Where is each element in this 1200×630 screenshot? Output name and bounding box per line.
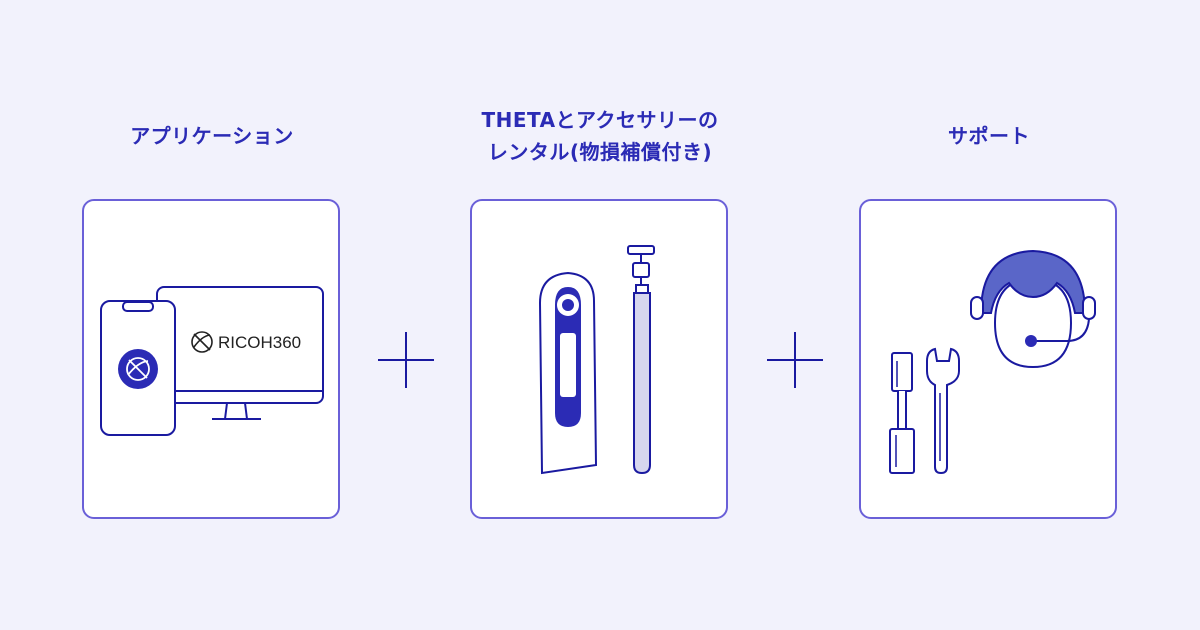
screwdriver-icon xyxy=(889,352,915,474)
heading-support: サポート xyxy=(859,120,1119,152)
monitor-icon xyxy=(156,286,324,420)
support-illustration xyxy=(889,249,1096,475)
heading-theta-rental: THETAとアクセサリーの レンタル(物損補償付き) xyxy=(460,104,740,168)
smartphone-icon xyxy=(100,300,176,436)
plus-icon xyxy=(767,332,823,388)
support-operator-headset-icon xyxy=(970,249,1096,369)
heading-application: アプリケーション xyxy=(82,120,342,152)
selfie-stick-icon xyxy=(627,245,655,475)
theta-rental-card xyxy=(470,199,728,519)
support-card xyxy=(859,199,1117,519)
application-card: RICOH360 xyxy=(82,199,340,519)
theta-camera-icon xyxy=(538,271,598,475)
heading-line: THETAとアクセサリーの xyxy=(481,108,719,132)
heading-line: サポート xyxy=(948,124,1030,148)
ricoh360-brand-text: RICOH360 xyxy=(218,333,301,352)
wrench-icon xyxy=(926,347,960,475)
heading-line: レンタル(物損補償付き) xyxy=(487,140,713,164)
plus-icon xyxy=(378,332,434,388)
theta-rental-illustration xyxy=(538,245,655,475)
ricoh360-logo-icon: RICOH360 xyxy=(191,331,301,353)
heading-line: アプリケーション xyxy=(130,124,294,148)
application-illustration: RICOH360 xyxy=(100,286,324,436)
